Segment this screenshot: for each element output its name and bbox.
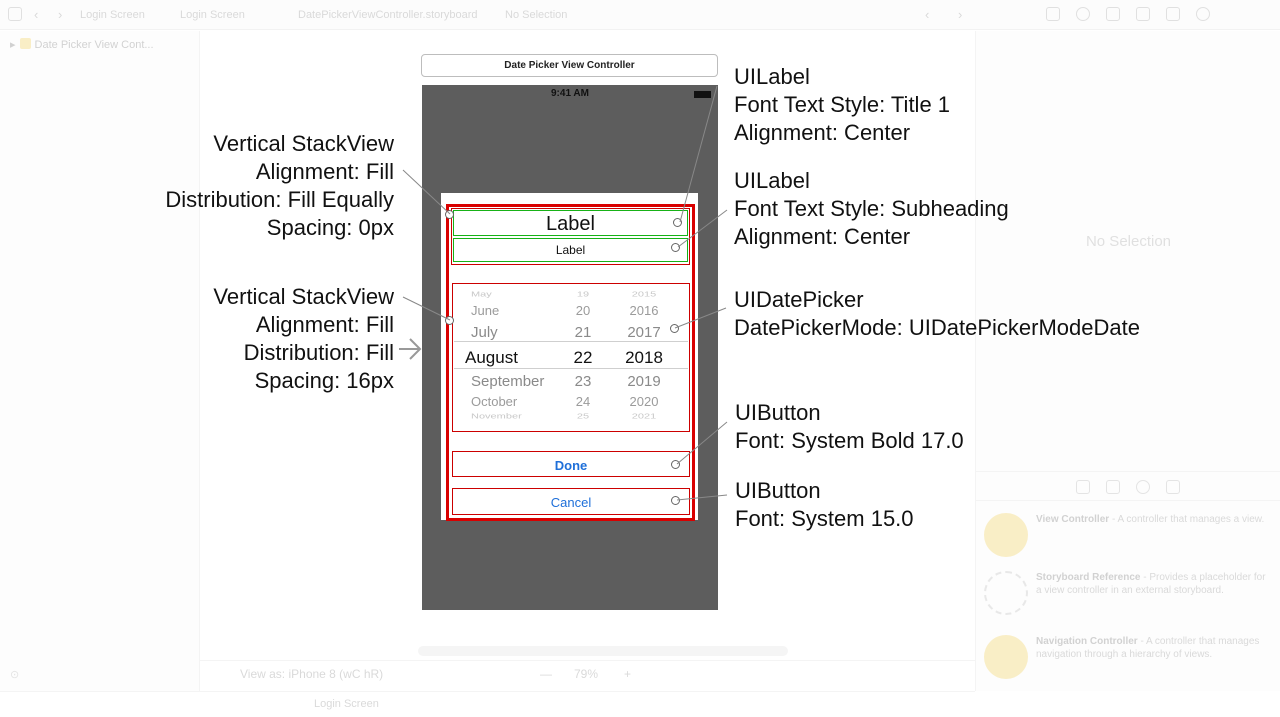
day-wheel-item[interactable]: 21 xyxy=(574,324,592,341)
view-controller-icon xyxy=(984,513,1028,557)
library-item[interactable]: View Controller - A controller that mana… xyxy=(984,509,1274,567)
button-anchor-handle xyxy=(671,460,680,469)
day-wheel-item[interactable]: 24 xyxy=(575,394,591,409)
file-inspector-icon[interactable] xyxy=(1046,7,1060,21)
subtitle-label-frame xyxy=(453,238,688,262)
help-inspector-icon[interactable] xyxy=(1076,7,1090,21)
navigation-controller-icon xyxy=(984,635,1028,679)
annotation-label2: UILabel Font Text Style: Subheading Alig… xyxy=(734,168,1009,249)
date-picker[interactable] xyxy=(452,283,690,432)
year-wheel-item[interactable]: 2015 xyxy=(631,289,657,299)
breadcrumb-selection[interactable]: No Selection xyxy=(505,9,568,21)
view-controller-icon xyxy=(19,38,31,49)
no-selection-label: No Selection xyxy=(1085,233,1172,250)
day-wheel-item[interactable]: 19 xyxy=(576,289,590,299)
subtitle-label[interactable]: Label xyxy=(555,243,586,257)
month-wheel-item[interactable]: May xyxy=(471,289,492,299)
year-wheel-item[interactable]: 2016 xyxy=(629,303,659,318)
stack-anchor-handle xyxy=(445,316,454,325)
file-template-icon[interactable] xyxy=(1076,480,1090,494)
code-snippet-icon[interactable] xyxy=(1106,480,1120,494)
month-wheel-item[interactable]: June xyxy=(471,303,500,318)
label-anchor-handle xyxy=(671,243,680,252)
media-library-icon[interactable] xyxy=(1166,480,1180,494)
cancel-button[interactable]: Cancel xyxy=(452,488,690,515)
filter-field[interactable]: ⊙ xyxy=(10,669,20,681)
identity-inspector-icon[interactable] xyxy=(1106,7,1120,21)
label-anchor-handle xyxy=(673,218,682,227)
size-inspector-icon[interactable] xyxy=(1166,7,1180,21)
zoom-level[interactable]: 79% xyxy=(574,667,599,681)
jump-bar: ‹ › Login Screen Login Screen DatePicker… xyxy=(0,0,1280,30)
annotation-stack1: Vertical StackView Alignment: Fill Distr… xyxy=(165,131,394,240)
picker-anchor-handle xyxy=(670,324,679,333)
month-wheel-item[interactable]: November xyxy=(471,411,522,421)
month-wheel-item[interactable]: July xyxy=(471,324,498,341)
chevron-right-icon[interactable]: › xyxy=(58,7,63,22)
done-button[interactable]: Done xyxy=(452,451,690,477)
document-outline: ▸Date Picker View Cont... ⊙ xyxy=(0,31,200,691)
year-wheel-item[interactable]: 2018 xyxy=(625,348,663,367)
library-item[interactable]: Navigation Controller - A controller tha… xyxy=(984,631,1274,689)
button-anchor-handle xyxy=(671,496,680,505)
grid-icon[interactable] xyxy=(8,7,22,21)
breadcrumb-file[interactable]: DatePickerViewController.storyboard xyxy=(298,9,478,21)
picker-selection-top-line xyxy=(454,341,688,342)
day-wheel-item[interactable]: 23 xyxy=(574,373,592,390)
attributes-inspector-icon[interactable] xyxy=(1136,7,1150,21)
scene-title-bar[interactable]: Date Picker View Controller xyxy=(421,54,718,77)
month-wheel-item[interactable]: September xyxy=(471,373,545,390)
annotation-button1: UIButton Font: System Bold 17.0 xyxy=(735,400,964,453)
next-issue-icon[interactable]: › xyxy=(958,7,963,22)
chevron-left-icon[interactable]: ‹ xyxy=(34,7,39,22)
debug-target: Login Screen xyxy=(314,698,379,710)
zoom-out-button[interactable]: — xyxy=(540,667,552,681)
inspector-pane: No Selection View Controller - A control… xyxy=(975,31,1280,691)
breadcrumb-folder[interactable]: Login Screen xyxy=(180,9,245,21)
day-wheel-item[interactable]: 20 xyxy=(575,303,591,318)
breadcrumb-project[interactable]: Login Screen xyxy=(80,9,145,21)
canvas-scrollbar[interactable] xyxy=(418,646,788,656)
year-wheel-item[interactable]: 2017 xyxy=(627,324,661,341)
battery-icon xyxy=(694,91,711,98)
year-wheel-item[interactable]: 2019 xyxy=(627,373,661,390)
debug-bar: Login Screen xyxy=(0,691,975,717)
stack-anchor-handle xyxy=(445,210,454,219)
object-library-icon[interactable] xyxy=(1136,480,1150,494)
outline-item[interactable]: ▸Date Picker View Cont... xyxy=(10,38,154,51)
prev-issue-icon[interactable]: ‹ xyxy=(925,7,930,22)
storyboard-reference-icon xyxy=(984,571,1028,615)
picker-selection-bottom-line xyxy=(454,368,688,369)
status-bar-time: 9:41 AM xyxy=(551,88,589,99)
annotation-datepicker: UIDatePicker DatePickerMode: UIDatePicke… xyxy=(734,287,1140,340)
year-wheel-item[interactable]: 2020 xyxy=(629,394,659,409)
annotation-button2: UIButton Font: System 15.0 xyxy=(735,478,914,531)
view-as-button[interactable]: View as: iPhone 8 (wC hR) xyxy=(240,667,384,681)
zoom-in-button[interactable]: + xyxy=(624,667,632,681)
annotation-stack2: Vertical StackView Alignment: Fill Distr… xyxy=(213,284,394,393)
annotation-label1: UILabel Font Text Style: Title 1 Alignme… xyxy=(734,64,951,145)
title-label[interactable]: Label xyxy=(546,213,595,235)
day-wheel-item[interactable]: 25 xyxy=(576,411,590,421)
year-wheel-item[interactable]: 2021 xyxy=(631,411,657,421)
canvas-bottom-bar: View as: iPhone 8 (wC hR) — 79% + xyxy=(200,660,975,690)
library-tabs xyxy=(976,471,1280,501)
month-wheel-item[interactable]: August xyxy=(465,348,518,367)
day-wheel-item[interactable]: 22 xyxy=(573,348,593,367)
outer-stack-view[interactable] xyxy=(446,204,695,521)
library-item[interactable]: Storyboard Reference - Provides a placeh… xyxy=(984,567,1274,625)
content-card xyxy=(441,193,698,520)
connections-inspector-icon[interactable] xyxy=(1196,7,1210,21)
month-wheel-item[interactable]: October xyxy=(471,394,518,409)
